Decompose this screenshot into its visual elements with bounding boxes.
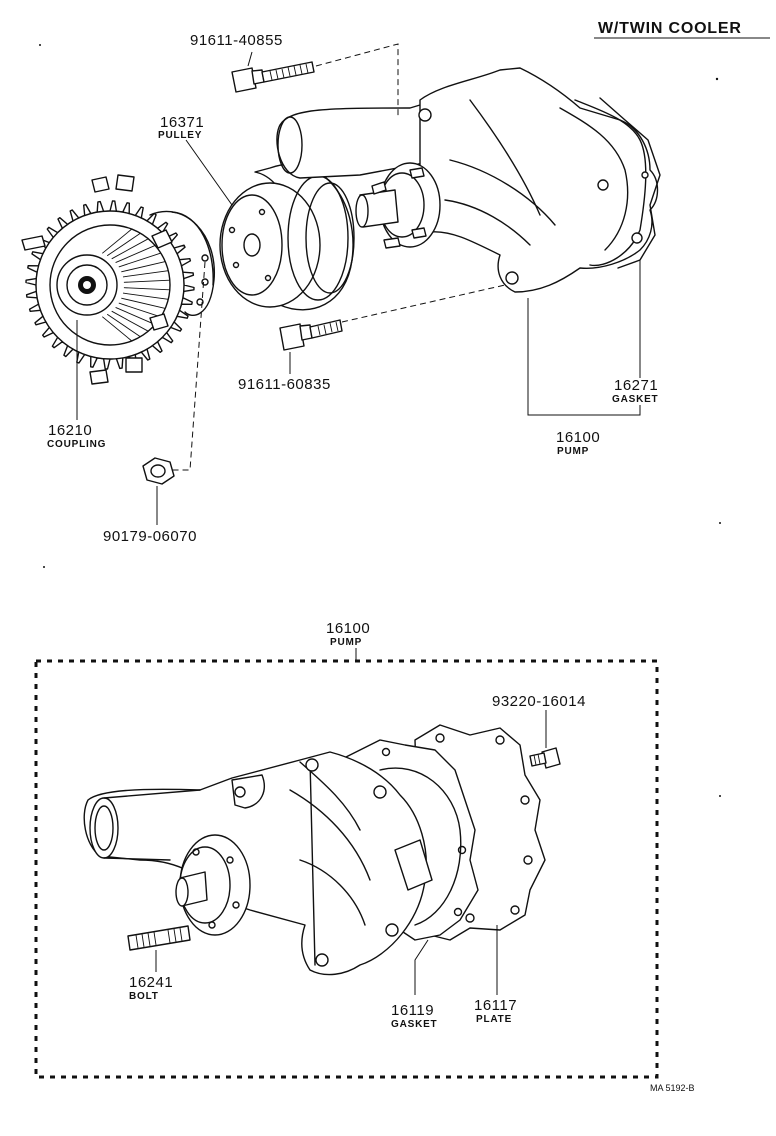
drawing-reference: MA 5192-B [650,1083,695,1093]
assembly-line-top-bolt [315,43,399,118]
pulley-drawing [219,163,355,311]
label-gasket-bottom-number: 16119 [391,1002,434,1019]
assembly-line-nut [172,261,206,471]
label-nut-number: 90179-06070 [103,528,197,545]
label-pump-top-name: PUMP [557,446,589,457]
water-pump-assembly-drawing [83,751,433,976]
nut-90179-06070-drawing [142,457,175,485]
label-plate-name: PLATE [476,1014,512,1025]
label-gasket-top-number: 16271 [614,377,658,394]
label-gasket-top-name: GASKET [612,394,658,405]
label-pump-assembly-number: 16100 [326,620,370,637]
variant-title: W/TWIN COOLER [598,20,742,37]
assembly-line-lower-bolt [341,284,506,323]
pump-assembly-boundary [34,659,659,1079]
label-screw-number: 93220-16014 [492,693,586,710]
label-coupling-name: COUPLING [47,439,106,450]
label-pump-assembly-name: PUMP [330,637,362,648]
bolt-91611-40855-drawing [231,61,315,93]
label-bolt-top-number: 91611-40855 [190,32,283,49]
label-plate-number: 16117 [474,997,517,1014]
label-coupling-number: 16210 [48,422,92,439]
label-bolt-lower-number: 91611-60835 [238,376,331,393]
label-pump-top-number: 16100 [556,429,600,446]
stud-bolt-16241-drawing [127,925,191,951]
screw-93220-16014-drawing [529,747,561,769]
label-stud-bolt-name: BOLT [129,991,159,1002]
bolt-91611-60835-drawing [279,319,343,351]
label-pulley-number: 16371 [160,114,204,131]
water-pump-top-drawing [276,67,661,293]
label-stud-bolt-number: 16241 [129,974,173,991]
fan-coupling-drawing [21,174,215,385]
label-pulley-name: PULLEY [158,130,202,141]
label-gasket-bottom-name: GASKET [391,1019,437,1030]
